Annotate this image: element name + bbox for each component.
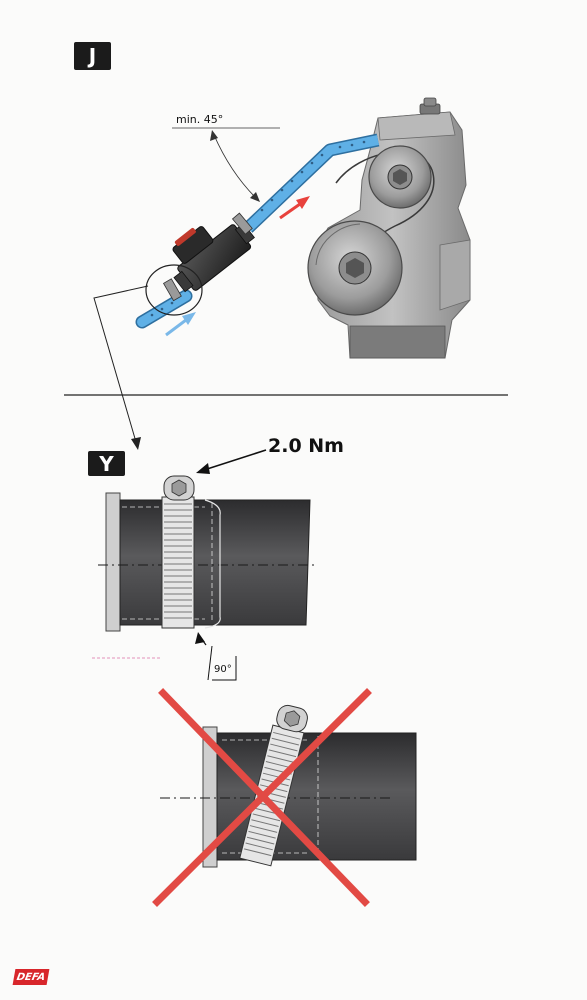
torque-label: 2.0 Nm (268, 435, 344, 457)
section-badge-y: Y (88, 451, 125, 476)
incorrect-clamp-illustration (160, 704, 417, 868)
correct-clamp-illustration (98, 475, 318, 632)
right-angle-indicator (195, 632, 237, 681)
section-badge-j: J (74, 42, 111, 70)
engine-block (307, 97, 471, 359)
flow-arrow-outlet (279, 196, 310, 220)
detail-callout (93, 264, 203, 450)
torque-arrow (196, 449, 267, 474)
min-angle-label: min. 45° (176, 113, 224, 126)
flow-arrow-inlet (165, 312, 196, 337)
coolant-hose (135, 133, 380, 329)
engine-heater-unit (162, 212, 255, 302)
angle-annotation (172, 127, 280, 202)
brand-logo: DEFA (12, 969, 50, 985)
incorrect-cross-icon (152, 688, 372, 907)
right-angle-label: 90° (214, 664, 232, 675)
